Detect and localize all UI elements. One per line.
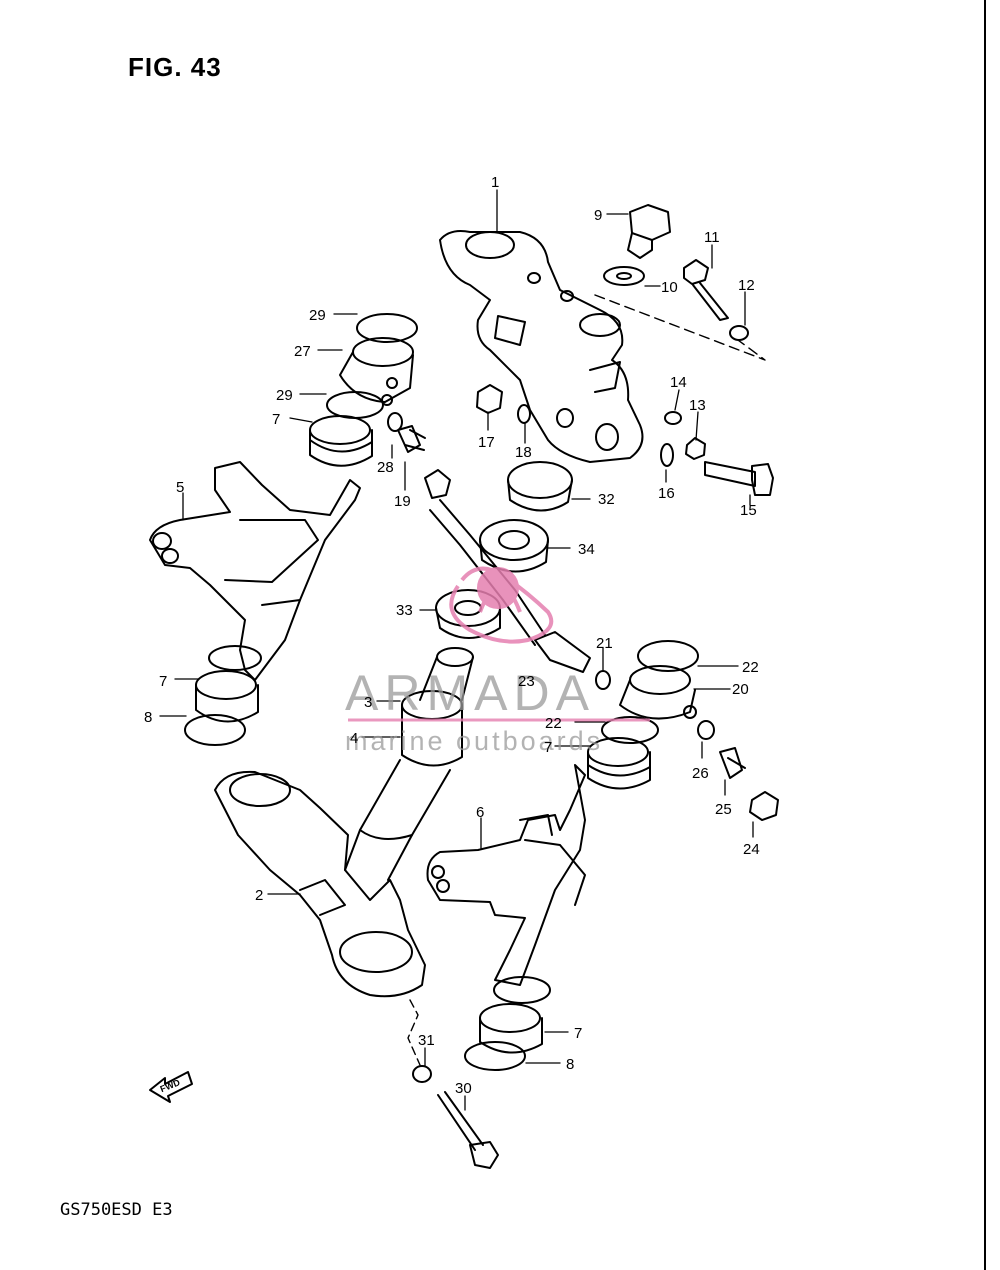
bolt-15 xyxy=(704,461,774,496)
seal-22-top xyxy=(637,640,699,672)
figure-title: FIG. 43 xyxy=(128,52,222,82)
washer-8-right xyxy=(464,1041,526,1071)
label-part-7-lower-left: 7 xyxy=(159,673,167,690)
headlight-bracket-right xyxy=(426,764,586,986)
label-part-24: 24 xyxy=(743,841,760,858)
rubber-7-lower-left xyxy=(195,645,262,723)
watermark: ARMADA marine outboards xyxy=(345,566,650,756)
lower-bracket xyxy=(214,770,426,998)
seal-29-top xyxy=(356,313,418,343)
fwd-arrow-icon xyxy=(149,1071,193,1103)
watermark-logo-icon xyxy=(449,566,554,644)
brake-hose xyxy=(424,469,591,673)
rubber-7-upper-left xyxy=(309,415,373,467)
label-part-22-lower: 22 xyxy=(545,715,562,732)
bolt-30 xyxy=(437,1091,499,1169)
bolt-25 xyxy=(719,747,746,779)
label-part-2: 2 xyxy=(255,887,263,904)
label-part-7-upper-right: 7 xyxy=(544,739,552,756)
holder-27 xyxy=(339,337,414,406)
model-code: GS750ESD E3 xyxy=(60,1200,173,1220)
washer-21 xyxy=(595,670,611,690)
label-part-10: 10 xyxy=(661,279,678,296)
label-part-9: 9 xyxy=(594,207,602,224)
label-part-17: 17 xyxy=(478,434,495,451)
washer-18 xyxy=(517,404,531,424)
washer-8-left xyxy=(184,714,246,746)
label-part-27: 27 xyxy=(294,343,311,360)
banjo-bolt-28 xyxy=(397,425,426,453)
label-part-16: 16 xyxy=(658,485,675,502)
label-part-20: 20 xyxy=(732,681,749,698)
label-part-31: 31 xyxy=(418,1032,435,1049)
label-part-12: 12 xyxy=(738,277,755,294)
label-part-34: 34 xyxy=(578,541,595,558)
label-part-25: 25 xyxy=(715,801,732,818)
bushing-32 xyxy=(507,461,573,512)
bushing-34 xyxy=(479,519,549,573)
label-part-13: 13 xyxy=(689,397,706,414)
washer-14 xyxy=(664,411,682,425)
nut-24 xyxy=(749,791,779,821)
label-part-28: 28 xyxy=(377,459,394,476)
label-part-6: 6 xyxy=(476,804,484,821)
page-edge xyxy=(984,0,1000,1270)
label-part-33: 33 xyxy=(396,602,413,619)
label-part-26: 26 xyxy=(692,765,709,782)
upper-bracket xyxy=(439,230,644,463)
washer-26 xyxy=(697,720,715,740)
label-part-21: 21 xyxy=(596,635,613,652)
label-part-32: 32 xyxy=(598,491,615,508)
label-part-1: 1 xyxy=(491,174,499,191)
seal-29-lower xyxy=(326,391,384,419)
seal-22-lower xyxy=(601,716,659,744)
bolt-9 xyxy=(627,204,671,259)
label-part-22-top: 22 xyxy=(742,659,759,676)
label-part-29-lower: 29 xyxy=(276,387,293,404)
steering-stem xyxy=(344,647,474,881)
washer-16 xyxy=(660,443,674,467)
label-part-5: 5 xyxy=(176,479,184,496)
rubber-7-upper-right xyxy=(587,737,651,790)
bolt-11 xyxy=(683,259,729,321)
washer-10 xyxy=(603,266,645,286)
label-part-8-right: 8 xyxy=(566,1056,574,1073)
washer-12 xyxy=(729,325,749,341)
watermark-tagline: marine outboards xyxy=(345,726,603,756)
label-part-23: 23 xyxy=(518,673,535,690)
watermark-brand: ARMADA xyxy=(345,665,595,721)
headlight-bracket-left xyxy=(149,461,361,681)
label-part-18: 18 xyxy=(515,444,532,461)
label-part-14: 14 xyxy=(670,374,687,391)
holder-20 xyxy=(619,665,697,720)
label-part-15: 15 xyxy=(740,502,757,519)
label-part-11: 11 xyxy=(704,229,720,246)
washer-28 xyxy=(387,412,403,432)
label-part-4: 4 xyxy=(350,730,358,747)
label-part-19: 19 xyxy=(394,493,411,510)
label-part-8-left: 8 xyxy=(144,709,152,726)
cap-nut-17 xyxy=(476,384,503,414)
label-part-3: 3 xyxy=(364,694,372,711)
nut-13 xyxy=(685,437,706,460)
label-part-29-top: 29 xyxy=(309,307,326,324)
label-part-30: 30 xyxy=(455,1080,472,1097)
label-part-7-upper-left: 7 xyxy=(272,411,280,428)
washer-31 xyxy=(412,1065,432,1083)
label-part-7-lower-right: 7 xyxy=(574,1025,582,1042)
